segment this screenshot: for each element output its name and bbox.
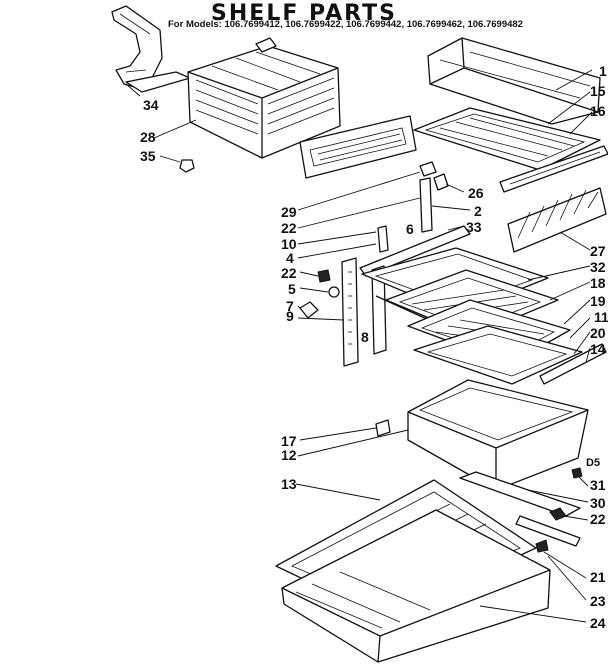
part-27-louver [507,187,607,253]
part-1-bin [427,37,601,125]
callout-18: 18 [590,275,606,291]
leader-lines [125,69,593,623]
callout-33: 33 [466,219,482,235]
callout-34: 34 [143,97,159,113]
part-14-rail [539,343,607,385]
part-34-bracket [111,5,191,93]
callout-27: 27 [590,243,606,259]
part-5-washer [328,286,340,298]
part-26-fitting [419,161,449,191]
callout-5: 5 [288,281,296,297]
callout-11: 11 [594,309,608,325]
callout-35: 35 [140,148,156,164]
callout-28: 28 [140,129,156,145]
callout-23: 23 [590,593,606,609]
callout-15: 15 [590,83,606,99]
part-21-rail [515,515,581,547]
part-16-rail [499,145,608,193]
part-24-pan [281,509,551,663]
callout-22: 22 [281,220,297,236]
part-7-knob [299,301,319,319]
callout-20: 20 [590,325,606,341]
callout-12: 12 [281,447,297,463]
part-12-drawer [407,379,589,491]
part-2-fitting [419,177,433,233]
callout-9: 9 [286,308,294,324]
callout-13: 13 [281,476,297,492]
callout-4: 4 [286,250,294,266]
models-line: For Models: 106.7699412, 106.7699422, 10… [168,19,523,30]
callout-8: 8 [361,329,369,345]
part-29-cover [299,115,417,179]
callout-26: 26 [468,185,484,201]
callout-29: 29 [281,204,297,220]
diagram-title: SHELF PARTS [211,1,397,26]
part-9-ladder [341,257,387,367]
callout-22-b: 22 [281,265,297,281]
callout-14: 14 [590,341,606,357]
callout-1: 1 [599,63,607,79]
callout-17: 17 [281,433,297,449]
callout-6: 6 [406,221,414,237]
callout-22-c: 22 [590,511,606,527]
part-22-nut [317,269,331,283]
callout-19: 19 [590,293,606,309]
callout-24: 24 [590,615,606,631]
part-6-clip [377,225,389,253]
part-28-pan [187,37,341,159]
part-31-bumper [571,467,583,479]
part-30-slide [459,471,581,517]
callout-7: 7 [286,298,294,314]
callout-31: 31 [590,477,606,493]
callout-2: 2 [474,203,482,219]
part-15-shelf [413,107,601,171]
callout-30: 30 [590,495,606,511]
callout-32: 32 [590,259,606,275]
part-35-screw [179,159,195,173]
part-23-screw [535,539,549,553]
callout-d5: D5 [586,457,601,469]
callout-21: 21 [590,569,606,585]
callout-16: 16 [590,103,606,119]
part-17-clip [375,419,391,437]
callout-10: 10 [281,236,297,252]
part-11-shelf [413,325,583,385]
